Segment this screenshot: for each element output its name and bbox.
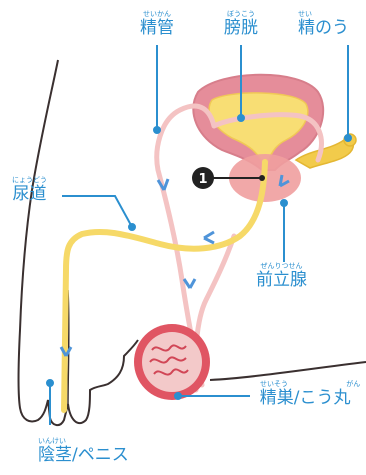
text-nyoudou: 尿道 — [12, 185, 47, 203]
label-zenritsusen: ぜんりつせん 前立腺 — [256, 262, 307, 289]
body-outline — [19, 60, 139, 425]
text-boukou: 膀胱 — [224, 19, 258, 37]
text-seikan: 精管 — [140, 19, 174, 37]
label-seinou: せい 精のう — [298, 10, 349, 37]
label-inkei: いんけい 陰茎/ペニス — [38, 437, 129, 464]
marker-number: 1 — [198, 172, 207, 187]
label-seisou: せいそう がん 精巣/こう丸 — [250, 380, 360, 407]
text-seisou: 精巣/こう丸 — [250, 389, 360, 407]
text-inkei: 陰茎/ペニス — [38, 446, 129, 464]
label-boukou: ぼうこう 膀胱 — [224, 10, 258, 37]
flow-arrow-icon — [204, 232, 214, 243]
flow-arrow-icon — [184, 279, 195, 288]
text-zenritsusen: 前立腺 — [256, 271, 307, 289]
ruby-seisou-a: せいそう — [260, 380, 288, 388]
body-outline-right — [210, 362, 366, 380]
marker-dot — [259, 175, 265, 181]
label-seikan: せいかん 精管 — [140, 10, 174, 37]
text-seinou: 精のう — [298, 19, 349, 37]
label-nyoudou: にょうどう 尿道 — [12, 176, 47, 203]
ruby-seisou-b: がん — [346, 380, 360, 388]
